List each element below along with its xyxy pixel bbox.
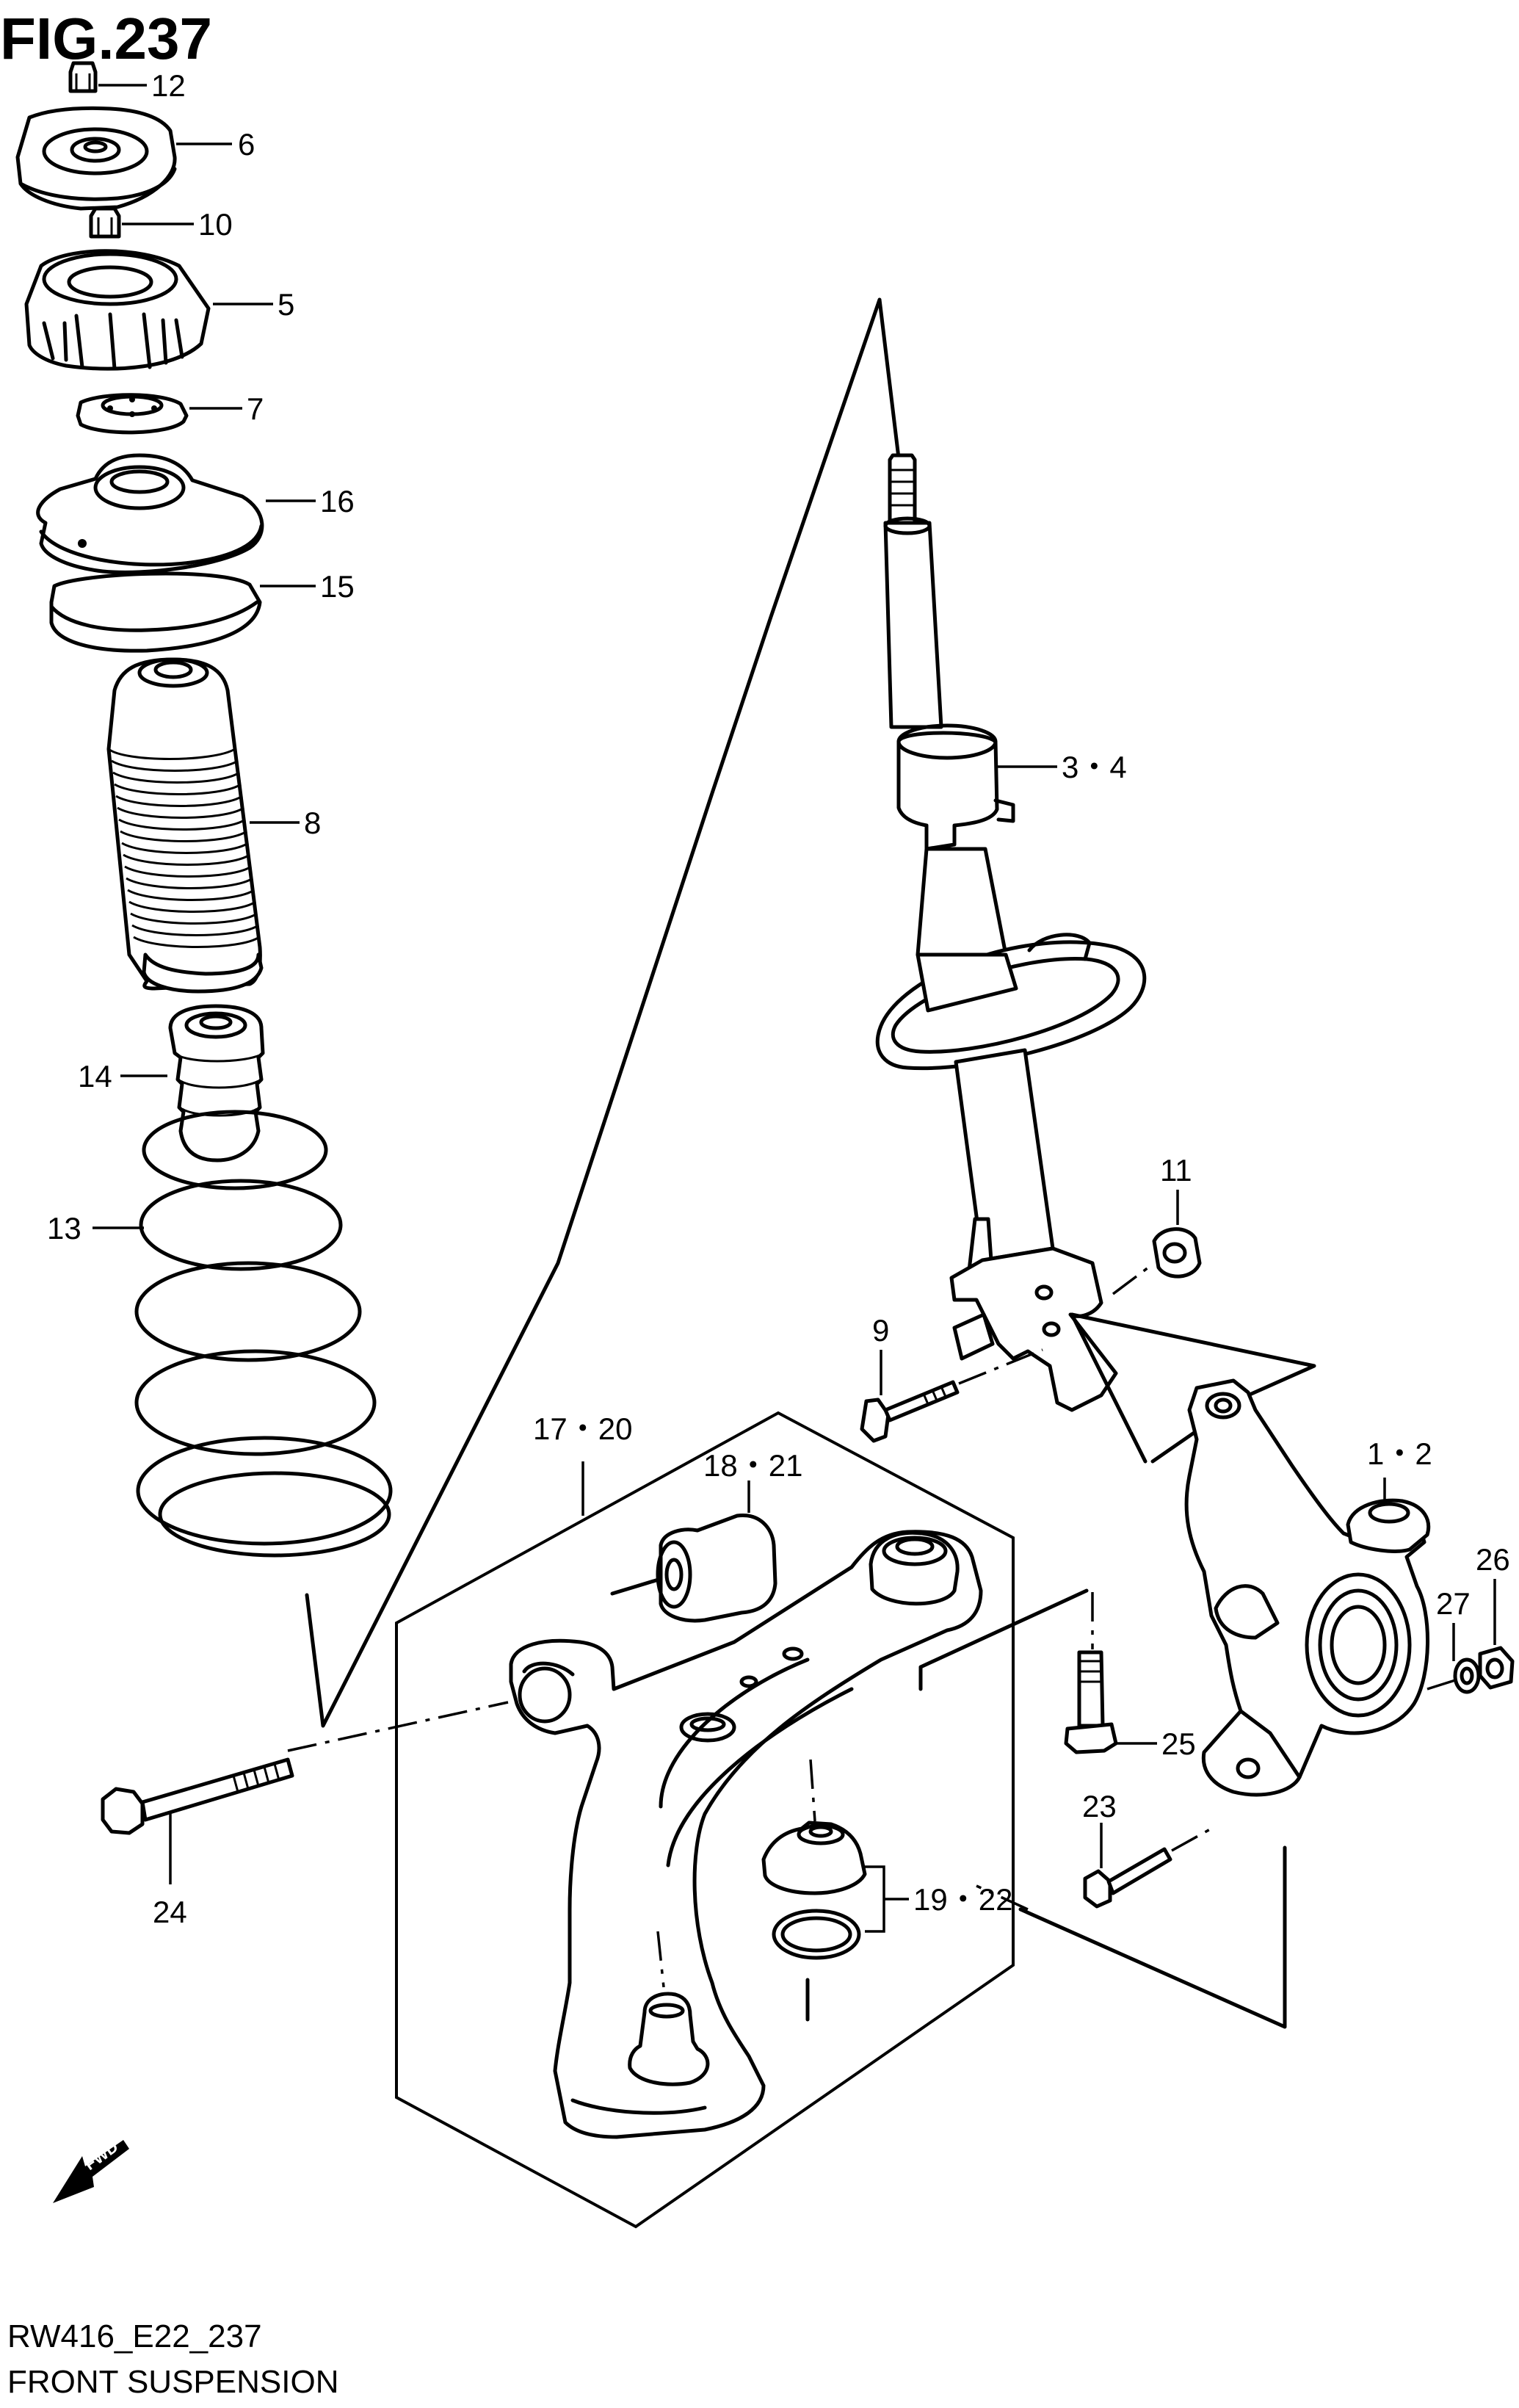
fwd-direction-icon: FWD [53,2137,129,2203]
callout-19-22: 19・22 [913,1882,1012,1917]
callout-17-20: 17・20 [533,1411,632,1446]
callout-5: 5 [278,287,294,322]
bolt-25-icon[interactable] [1064,1650,1118,1754]
callout-12: 12 [151,68,186,103]
callout-26: 26 [1476,1542,1510,1577]
strut-assembly-34-icon[interactable] [875,453,1147,1412]
nut-26-icon[interactable] [1478,1646,1515,1690]
dust-boot-ribs [108,748,260,948]
callout-9: 9 [872,1313,889,1348]
ball-joint-boot-1922-icon[interactable] [761,1821,867,1895]
bushing-1821-icon[interactable] [656,1514,777,1623]
bolt-24-icon[interactable] [101,1757,294,1835]
strut-mount-5-icon[interactable] [24,249,211,371]
steering-knuckle-12-icon[interactable] [1184,1378,1431,1797]
callout-15: 15 [320,569,355,604]
bearing-7-icon[interactable] [76,393,189,435]
callout-23: 23 [1082,1789,1117,1823]
callout-27: 27 [1436,1586,1471,1621]
mount-plate-6-icon[interactable] [15,106,177,211]
figure-code: RW416_E22_237 [7,2318,262,2354]
callout-7: 7 [247,391,264,426]
nut-11-icon[interactable] [1152,1227,1202,1279]
dust-boot-8-icon[interactable] [106,657,264,994]
callout-8: 8 [304,806,321,840]
nut-12-icon[interactable] [68,61,98,93]
bump-stopper-14-icon[interactable] [168,1004,265,1163]
lower-arm-1720-icon[interactable] [509,1530,983,2139]
callout-11: 11 [1160,1153,1192,1187]
spring-seat-15-icon[interactable] [49,571,262,653]
callout-6: 6 [238,127,255,162]
upper-seat-16-icon[interactable] [36,453,264,574]
callout-10: 10 [198,207,233,242]
bolt-23-icon[interactable] [1083,1847,1172,1909]
bolt-9-icon[interactable] [860,1380,960,1443]
figure-title: FRONT SUSPENSION [7,2364,338,2400]
nut-10-icon[interactable] [89,206,121,239]
washer-27-icon[interactable] [1453,1657,1481,1694]
coil-spring-13-icon[interactable] [134,1110,393,1558]
callout-1-2: 1・2 [1367,1436,1432,1471]
callout-24: 24 [153,1895,187,1929]
figure-number: FIG.237 [0,6,212,71]
callout-16: 16 [320,484,355,518]
callout-18-21: 18・21 [703,1448,802,1483]
callout-3-4: 3・4 [1062,750,1127,784]
callout-25: 25 [1161,1727,1196,1761]
callout-14: 14 [78,1059,112,1093]
boot-clip-1922-icon[interactable] [772,1909,861,1960]
callout-13: 13 [47,1211,81,1245]
